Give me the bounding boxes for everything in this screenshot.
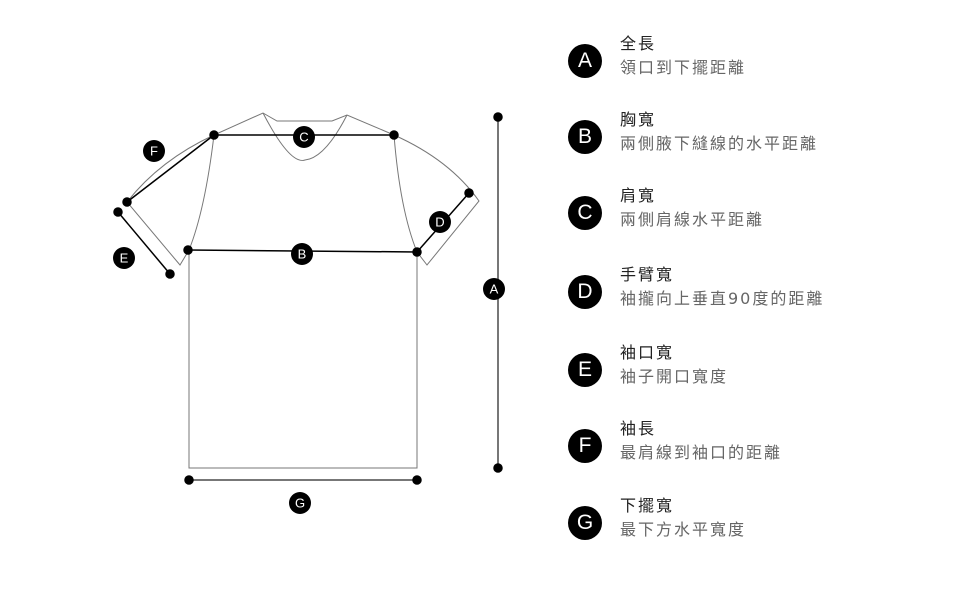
svg-text:F: F [150, 144, 158, 159]
legend-title: 肩寬 [620, 186, 657, 205]
diagram-label-a: A [483, 278, 505, 300]
legend-badge: C [568, 196, 602, 230]
diagram-label-b: B [291, 243, 313, 265]
svg-text:A: A [490, 282, 499, 297]
measure-lines [113, 112, 503, 485]
svg-text:B: B [298, 247, 307, 262]
svg-text:D: D [435, 215, 444, 230]
svg-text:G: G [295, 496, 305, 511]
legend-desc: 最下方水平寬度 [620, 520, 747, 539]
legend-desc: 袖子開口寬度 [620, 367, 729, 386]
legend-title: 全長 [620, 34, 657, 53]
legend-title: 胸寬 [620, 110, 657, 129]
diagram-label-g: G [289, 492, 311, 514]
diagram-label-d: D [429, 211, 451, 233]
diagram-label-c: C [293, 126, 315, 148]
legend-desc: 領口到下擺距離 [620, 58, 747, 77]
legend-title: 袖口寬 [620, 343, 675, 362]
legend-desc: 最肩線到袖口的距離 [620, 443, 783, 462]
tshirt-outline [126, 112, 480, 469]
legend-badge: G [568, 506, 602, 540]
svg-text:C: C [299, 130, 308, 145]
legend-badge: E [568, 353, 602, 387]
diagram-label-e: E [113, 247, 135, 269]
diagram-label-f: F [143, 140, 165, 162]
legend-desc: 兩側腋下縫線的水平距離 [620, 134, 819, 153]
legend-badge: B [568, 120, 602, 154]
legend-desc: 兩側肩線水平距離 [620, 210, 765, 229]
legend-badge: D [568, 275, 602, 309]
legend-badge: A [568, 44, 602, 78]
legend-title: 下擺寬 [620, 496, 675, 515]
legend-title: 手臂寬 [620, 265, 675, 284]
legend-desc: 袖攏向上垂直90度的距離 [620, 289, 825, 308]
svg-text:E: E [120, 251, 129, 266]
legend-title: 袖長 [620, 419, 657, 438]
legend-badge: F [568, 429, 602, 463]
